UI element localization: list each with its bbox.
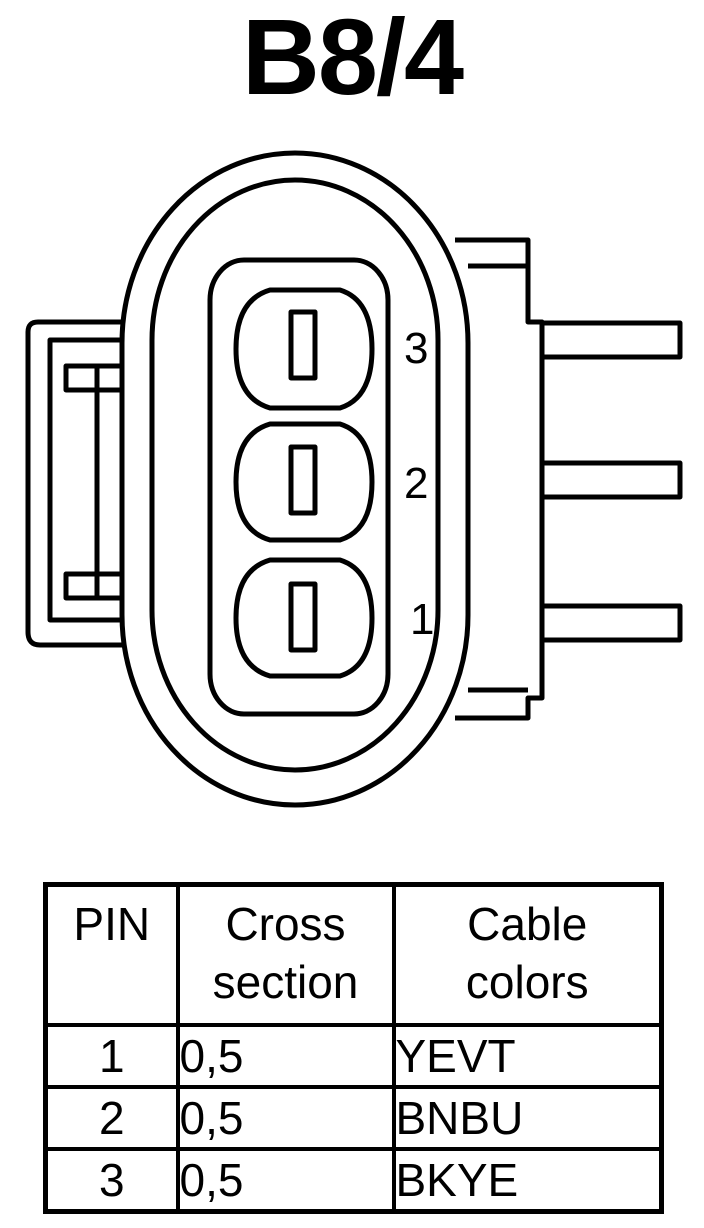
connector-title: B8/4 [241, 0, 464, 117]
connector-drawing: 3 2 1 [25, 150, 683, 808]
terminal-bottom [539, 603, 683, 643]
pin-contact-3 [288, 309, 318, 381]
connector-latch-right [455, 237, 545, 721]
pin-cavity-2 [233, 421, 375, 543]
pin-assignment-table: PIN Cross section Cable colors 1 0,5 YEV… [43, 882, 664, 1214]
terminal-top [539, 320, 683, 360]
header-pin: PIN [43, 882, 180, 1027]
clip-tab-bottom [63, 571, 150, 601]
pin-label-1: 1 [410, 595, 434, 644]
table-row: 3 0,5 BKYE [43, 1147, 664, 1214]
pin-label-3: 3 [404, 324, 428, 373]
header-cross-section: Cross section [175, 882, 396, 1027]
cell-pin: 1 [43, 1023, 180, 1089]
cell-cross-section: 0,5 [175, 1147, 396, 1214]
cell-cable-color: BKYE [391, 1147, 664, 1214]
connector-cavity-block [207, 257, 391, 717]
cell-pin: 3 [43, 1147, 180, 1214]
pin-label-2: 2 [404, 459, 428, 508]
cell-cross-section: 0,5 [175, 1023, 396, 1089]
cell-cross-section: 0,5 [175, 1085, 396, 1151]
cell-pin: 2 [43, 1085, 180, 1151]
table-header-row: PIN Cross section Cable colors [43, 882, 664, 1027]
table-row: 2 0,5 BNBU [43, 1085, 664, 1151]
header-cable-colors: Cable colors [391, 882, 664, 1027]
terminal-middle [539, 460, 683, 500]
pin-cavity-3 [233, 287, 375, 411]
pin-cavity-1 [233, 557, 375, 679]
connector-housing-inner [149, 177, 441, 773]
pin-contact-2 [288, 444, 318, 516]
cell-cable-color: YEVT [391, 1023, 664, 1089]
pin-contact-1 [288, 581, 318, 653]
table-row: 1 0,5 YEVT [43, 1023, 664, 1089]
cell-cable-color: BNBU [391, 1085, 664, 1151]
clip-tab-top [63, 363, 150, 393]
